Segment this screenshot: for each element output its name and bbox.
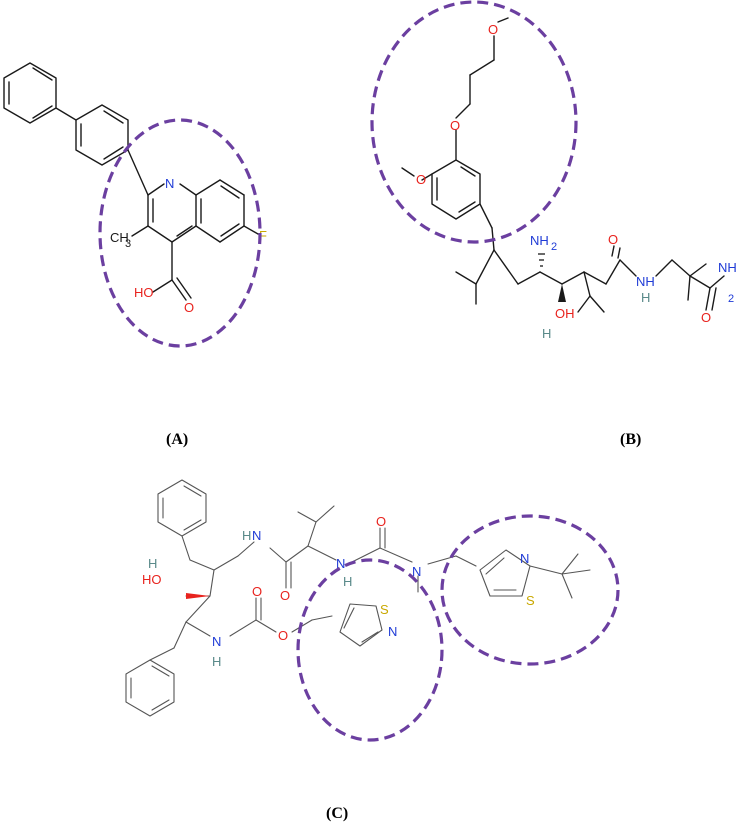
atom-n: N — [165, 176, 174, 191]
atom-sulfur-upper: S — [526, 593, 535, 608]
highlight-circle-c-upper — [440, 514, 620, 666]
atom-carbamate-oxygen: O — [252, 584, 262, 599]
highlight-circle-c-lower — [296, 558, 444, 742]
atom-methyl-n: N — [412, 564, 421, 579]
atom-sulfur-lower: S — [380, 602, 389, 617]
atom-methoxy-oxygen: O — [416, 172, 426, 187]
atom-hydroxyl-hydrogen: H — [148, 556, 157, 571]
atom-amide-oxygen: O — [608, 232, 618, 247]
atom-hydroxyl: OH — [555, 306, 575, 321]
atom-amine-right: NH — [718, 260, 737, 275]
atom-terminal-amide-oxygen: O — [701, 310, 711, 325]
atom-urea-oxygen: O — [376, 514, 386, 529]
atom-ether-oxygen-top: O — [488, 22, 498, 37]
atom-ch3: CH — [110, 230, 129, 245]
atom-nitrogen-lower: N — [388, 624, 397, 639]
atom-ch3-subscript: 3 — [125, 238, 131, 250]
atom-amide-hydrogen: H — [641, 290, 650, 305]
atom-urea-h: H — [343, 574, 352, 589]
panel-c-molecule: HO H N H O O N H O O N H O N S N S N — [125, 479, 591, 717]
atom-amine-left-subscript: 2 — [551, 241, 557, 253]
atom-amide-h-top: H — [242, 528, 251, 543]
panel-label-a: (A) — [166, 431, 188, 448]
atom-urea-n: N — [336, 556, 345, 571]
atom-hydroxyl: HO — [142, 572, 162, 587]
atom-carbonyl-oxygen: O — [184, 300, 194, 315]
atom-ester-oxygen: O — [278, 628, 288, 643]
atom-hydroxyl: HO — [134, 285, 154, 300]
highlight-circle-a — [98, 118, 262, 348]
panel-label-b: (B) — [620, 431, 641, 448]
atom-f: F — [259, 228, 267, 243]
atom-amine-right-subscript: 2 — [728, 293, 734, 305]
atom-ether-oxygen-mid: O — [450, 118, 460, 133]
atom-hydroxyl-hydrogen: H — [542, 326, 551, 341]
atom-amide-nh: NH — [636, 274, 655, 289]
atom-amide-oxygen: O — [280, 588, 290, 603]
panel-label-c: (C) — [326, 805, 348, 822]
atom-nitrogen-upper: N — [520, 551, 529, 566]
panel-a-molecule: N F CH 3 HO O — [3, 62, 267, 315]
atom-carbamate-h: H — [212, 654, 221, 669]
highlight-circle-b — [370, 0, 578, 244]
panel-b-molecule: O O O NH 2 OH H O NH H NH 2 O — [401, 17, 737, 341]
atom-amide-n-top: N — [252, 528, 261, 543]
atom-carbamate-n: N — [212, 634, 221, 649]
atom-amine-left: NH — [530, 233, 549, 248]
